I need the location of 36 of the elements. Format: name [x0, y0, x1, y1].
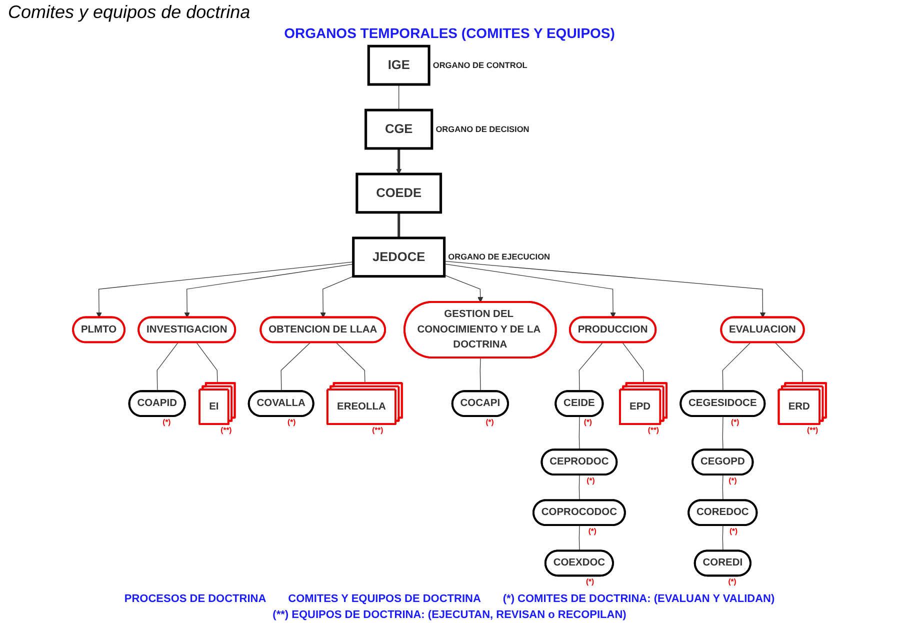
connector [722, 525, 724, 552]
caption: Comites y equipos de doctrina [8, 2, 250, 23]
connector [578, 342, 604, 392]
connector [336, 342, 366, 384]
node-box: CGE [364, 108, 434, 150]
connector [578, 474, 580, 501]
note-text: PROCESOS DE DOCTRINA [124, 593, 266, 605]
connector [196, 342, 218, 384]
connector [156, 342, 178, 392]
connector [578, 525, 580, 552]
arrow [320, 276, 354, 318]
arrow [444, 274, 484, 302]
connector [722, 474, 724, 501]
note-text: (**) EQUIPOS DE DOCTRINA: (EJECUTAN, REVISAN o RECOPILAN) [272, 609, 626, 621]
connector [480, 358, 481, 392]
connector [622, 342, 644, 384]
role-label: ORGANO DE CONTROL [432, 60, 528, 70]
connector [774, 342, 803, 384]
node-box: IGE [367, 44, 430, 86]
note-text: (*) COMITES DE DOCTRINA: (EVALUAN Y VALIDAN) [502, 593, 775, 605]
arrow [444, 264, 616, 318]
arrow [96, 262, 354, 318]
diagram-title: ORGANOS TEMPORALES (COMITES Y EQUIPOS) [284, 25, 615, 41]
arrow [444, 260, 766, 318]
connector [578, 416, 580, 450]
connector [722, 342, 751, 392]
arrow [184, 264, 354, 318]
node-box: COEDE [356, 172, 442, 214]
role-label: ORGANO DE DECISION [436, 124, 530, 134]
arrow [396, 148, 402, 174]
connector [722, 416, 724, 450]
role-label: ORGANO DE EJECUCION [448, 252, 550, 262]
connector [398, 212, 400, 238]
note-text: COMITES Y EQUIPOS DE DOCTRINA [288, 593, 481, 605]
node-box: JEDOCE [352, 236, 446, 278]
connector [280, 342, 311, 392]
